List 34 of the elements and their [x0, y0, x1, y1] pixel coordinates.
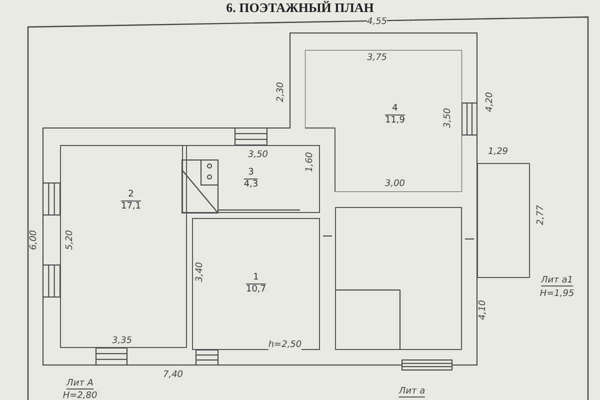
room-area: 17,1 — [120, 202, 142, 212]
room-area: 4,3 — [244, 180, 258, 190]
dimension-label: 4,10 — [478, 300, 488, 320]
dimension-label: 3,50 — [248, 150, 268, 160]
dimension-label: 2,77 — [536, 204, 546, 226]
dimension-label: 4,20 — [485, 92, 495, 112]
height-label: Н=2,80 — [62, 391, 98, 400]
height-label: h=2,50 — [268, 340, 302, 350]
dimension-label: 1,29 — [488, 147, 508, 157]
section-label: Лит а — [398, 386, 426, 398]
dimension-label: 3,35 — [112, 336, 132, 346]
dimension-label: 3,40 — [195, 262, 205, 282]
room-area: 11,9 — [384, 116, 406, 126]
room-number: 4 — [384, 104, 406, 116]
room-outline — [335, 207, 462, 350]
room-number: 3 — [244, 168, 258, 180]
room-area: 10,7 — [246, 284, 266, 296]
room-number: 2 — [120, 190, 142, 202]
dimension-label: 6,00 — [29, 230, 39, 250]
section-label: Лит а1 — [541, 276, 573, 286]
dimension-label: 7,40 — [162, 370, 184, 380]
dimension-label: 2,30 — [276, 82, 286, 102]
dimension-label: 3,75 — [366, 53, 388, 63]
dimension-label: 5,20 — [65, 230, 75, 250]
room-number: 1 — [246, 272, 266, 284]
dimension-label: 4,55 — [366, 17, 388, 27]
veranda-outline — [477, 163, 530, 278]
plan-title: 6. ПОЭТАЖНЫЙ ПЛАН — [225, 0, 375, 16]
dimension-label: 1,60 — [305, 152, 315, 172]
room-outline — [60, 145, 187, 348]
height-label: Н=1,95 — [540, 289, 574, 299]
dimension-label: 3,50 — [443, 108, 453, 128]
section-label: Лит А — [66, 378, 94, 390]
dimension-label: 3,00 — [384, 179, 406, 189]
